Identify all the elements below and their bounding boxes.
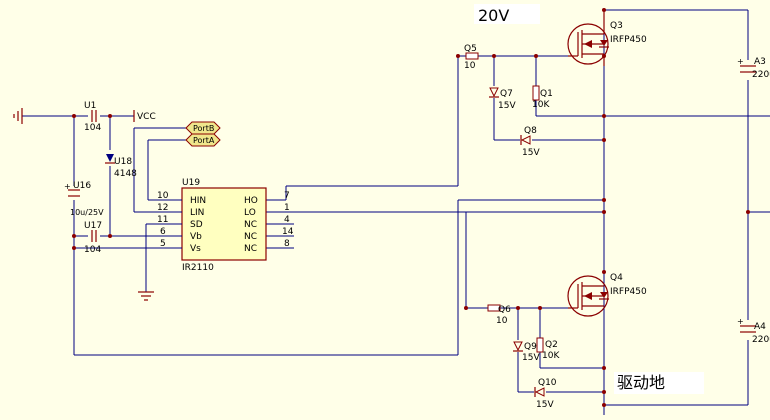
ic-ref: U19 <box>182 178 200 188</box>
port-a-label: PortA <box>193 136 215 145</box>
ground-symbol-sd <box>138 291 154 301</box>
svg-text:+: + <box>737 317 744 326</box>
resistor-q2[interactable]: Q2 10K <box>536 337 560 361</box>
q2-value: 10K <box>542 351 560 361</box>
q5-value: 10 <box>464 61 476 71</box>
pin-name-hin: HIN <box>190 196 206 206</box>
q7-value: 15V <box>498 101 516 111</box>
wires <box>22 9 770 415</box>
label-20v: 20V <box>478 6 509 25</box>
q10-value: 15V <box>536 400 554 410</box>
u1-ref: U1 <box>84 101 96 111</box>
q4-value: IRFP450 <box>610 287 647 297</box>
u18-value: 4148 <box>114 169 137 179</box>
pin-name-vs: Vs <box>190 244 201 254</box>
u18-ref: U18 <box>114 157 132 167</box>
pin-num-lin: 12 <box>157 203 168 213</box>
u1-value: 104 <box>84 123 101 133</box>
port-b[interactable]: PortB <box>185 121 221 135</box>
vcc-symbol: VCC <box>133 110 156 122</box>
junction-dots <box>72 8 750 407</box>
q7-ref: Q7 <box>500 89 513 99</box>
vcc-label: VCC <box>137 112 156 122</box>
ic-part: IR2110 <box>182 263 214 273</box>
resistor-q5[interactable]: Q5 10 <box>464 44 479 71</box>
pin-num-vs: 5 <box>160 239 166 249</box>
u17-value: 104 <box>84 245 101 255</box>
port-b-label: PortB <box>193 124 214 133</box>
resistor-q1[interactable]: Q1 10K <box>532 85 553 110</box>
a4-value: 220u <box>752 335 770 345</box>
resistor-q6[interactable]: Q6 10 <box>487 304 511 326</box>
pin-num-ho: 7 <box>284 191 290 201</box>
capacitor-u1[interactable]: U1 104 <box>84 101 101 133</box>
u16-value: 10u/25V <box>70 208 104 217</box>
pin-num-hin: 10 <box>157 191 169 201</box>
port-a[interactable]: PortA <box>185 133 221 147</box>
pin-num-vb: 6 <box>160 227 166 237</box>
pin-num-nc8: 8 <box>284 239 290 249</box>
q1-value: 10K <box>532 100 550 110</box>
q1-ref: Q1 <box>540 89 553 99</box>
a4-ref: A4 <box>754 322 766 332</box>
q6-ref: Q6 <box>498 305 511 315</box>
label-drive-ground: 驱动地 <box>617 373 665 392</box>
ic-ir2110[interactable]: U19 IR2110 10 12 11 6 5 HIN LIN SD Vb Vs… <box>157 178 294 273</box>
q10-ref: Q10 <box>538 378 557 388</box>
q9-ref: Q9 <box>524 342 537 352</box>
q3-value: IRFP450 <box>610 35 647 45</box>
mosfet-q4[interactable]: Q4 IRFP450 <box>567 273 647 317</box>
pin-name-lo: LO <box>244 208 256 218</box>
q9-value: 15V <box>522 353 540 363</box>
pin-num-lo: 1 <box>284 203 290 213</box>
a3-ref: A3 <box>754 57 766 67</box>
q5-ref: Q5 <box>464 44 477 54</box>
mosfet-q3[interactable]: Q3 IRFP450 <box>567 12 647 66</box>
label-20v-bg <box>474 4 540 24</box>
pin-name-nc8: NC <box>244 244 257 254</box>
pin-num-nc14: 14 <box>282 227 294 237</box>
capacitor-u16[interactable]: + U16 10u/25V <box>64 181 104 217</box>
pin-num-nc4: 4 <box>284 215 290 225</box>
label-drive-ground-bg <box>614 372 704 394</box>
svg-text:+: + <box>737 57 744 66</box>
q3-ref: Q3 <box>610 21 623 31</box>
q8-ref: Q8 <box>524 126 537 136</box>
capacitor-u17[interactable]: U17 104 <box>84 221 102 255</box>
svg-text:+: + <box>64 182 71 191</box>
pin-name-sd: SD <box>190 220 203 230</box>
capacitor-a4[interactable]: + A4 220u <box>737 317 770 345</box>
ground-symbol-left <box>13 108 23 124</box>
q4-ref: Q4 <box>610 273 623 283</box>
pin-num-sd: 11 <box>157 215 168 225</box>
zener-q9[interactable]: Q9 15V <box>513 341 540 363</box>
diode-u18[interactable]: U18 4148 <box>105 154 137 179</box>
pin-name-vb: Vb <box>190 232 202 242</box>
pin-name-nc14: NC <box>244 232 257 242</box>
pin-name-ho: HO <box>244 196 258 206</box>
zener-q10[interactable]: Q10 15V <box>534 378 557 410</box>
capacitor-a3[interactable]: + A3 220u <box>737 57 770 80</box>
pin-name-nc4: NC <box>244 220 257 230</box>
u16-ref: U16 <box>73 181 91 191</box>
q2-ref: Q2 <box>545 340 558 350</box>
q8-value: 15V <box>522 148 540 158</box>
a3-value: 220u <box>752 70 770 80</box>
u17-ref: U17 <box>84 221 102 231</box>
zener-q8[interactable]: Q8 15V <box>520 126 540 158</box>
zener-q7[interactable]: Q7 15V <box>489 87 516 111</box>
pin-name-lin: LIN <box>190 208 204 218</box>
q6-value: 10 <box>496 316 508 326</box>
